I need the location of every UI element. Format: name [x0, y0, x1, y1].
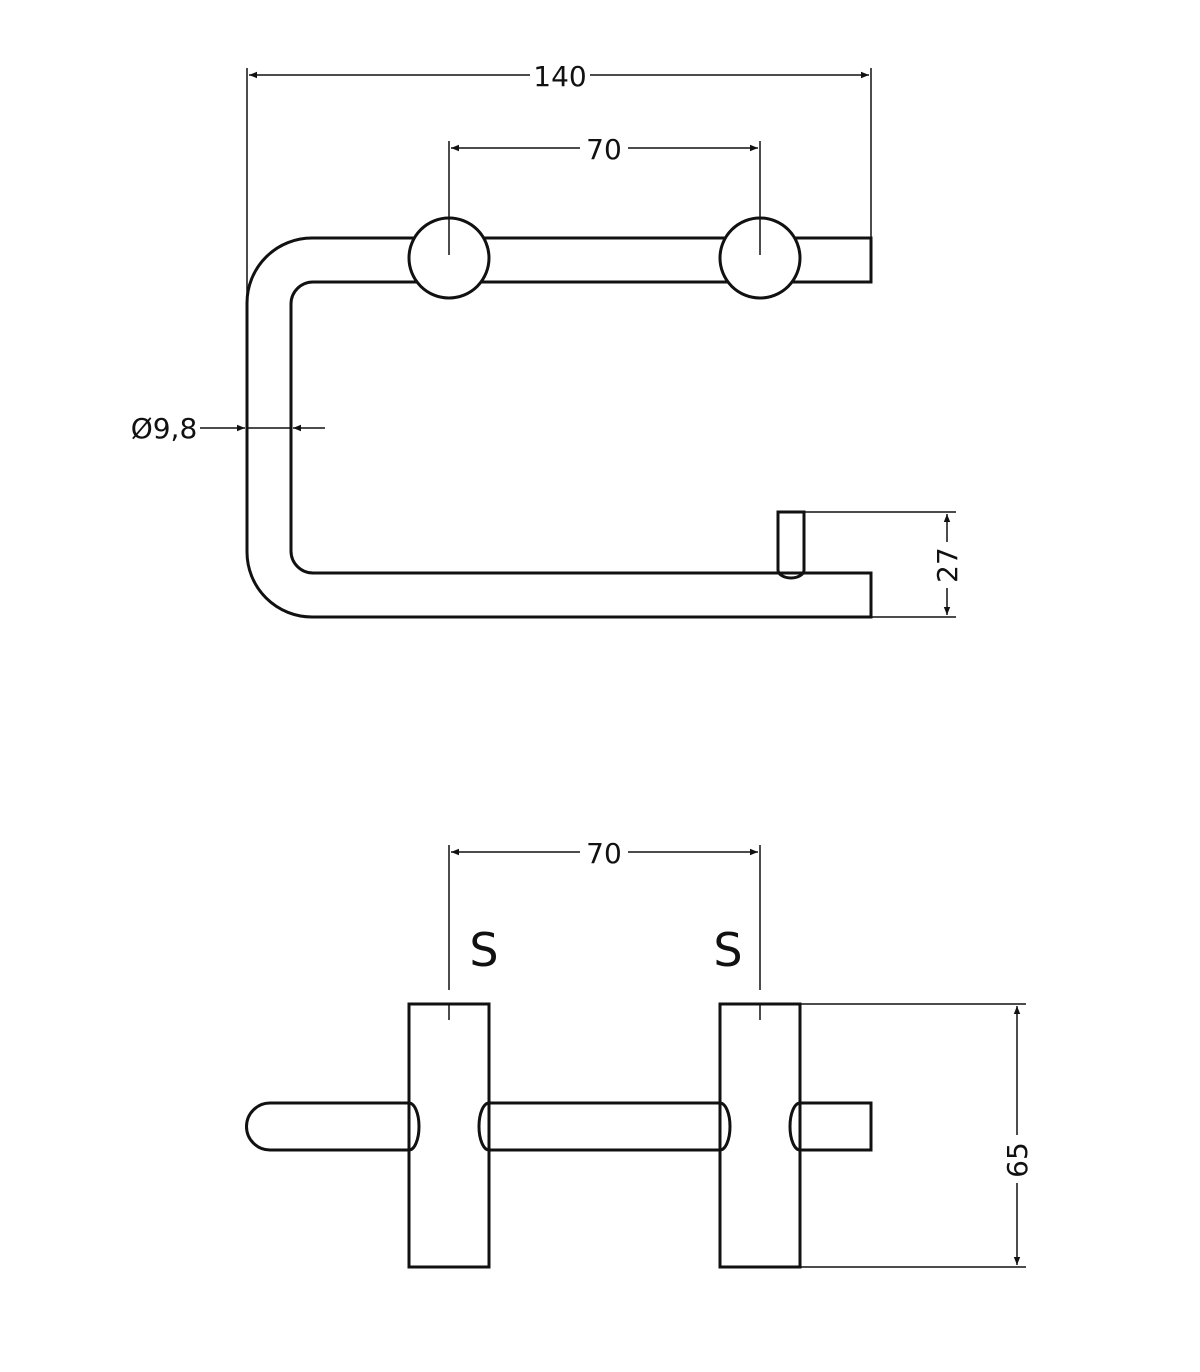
post-right	[718, 1002, 802, 1269]
bar-right-segment	[788, 1101, 873, 1152]
screw-label-right: S	[713, 923, 742, 977]
screw-label-left: S	[469, 923, 498, 977]
retaining-pin	[776, 510, 806, 580]
dim-depth: 65	[1001, 1142, 1034, 1178]
holder-outline	[245, 236, 873, 619]
dim-mount-spacing-top: 70	[586, 133, 622, 166]
bottom-view: 70 S S 65	[245, 837, 1034, 1269]
dim-pin-height: 27	[931, 547, 964, 583]
post-left	[407, 1002, 491, 1269]
dim-overall-width: 140	[533, 60, 586, 93]
bar-middle-segment	[477, 1101, 732, 1152]
top-view: 140 70 Ø9,8 27	[131, 60, 964, 619]
dim-mount-spacing-bottom: 70	[586, 837, 622, 870]
bar-left-segment	[245, 1101, 421, 1152]
dim-tube-diameter: Ø9,8	[131, 412, 198, 445]
